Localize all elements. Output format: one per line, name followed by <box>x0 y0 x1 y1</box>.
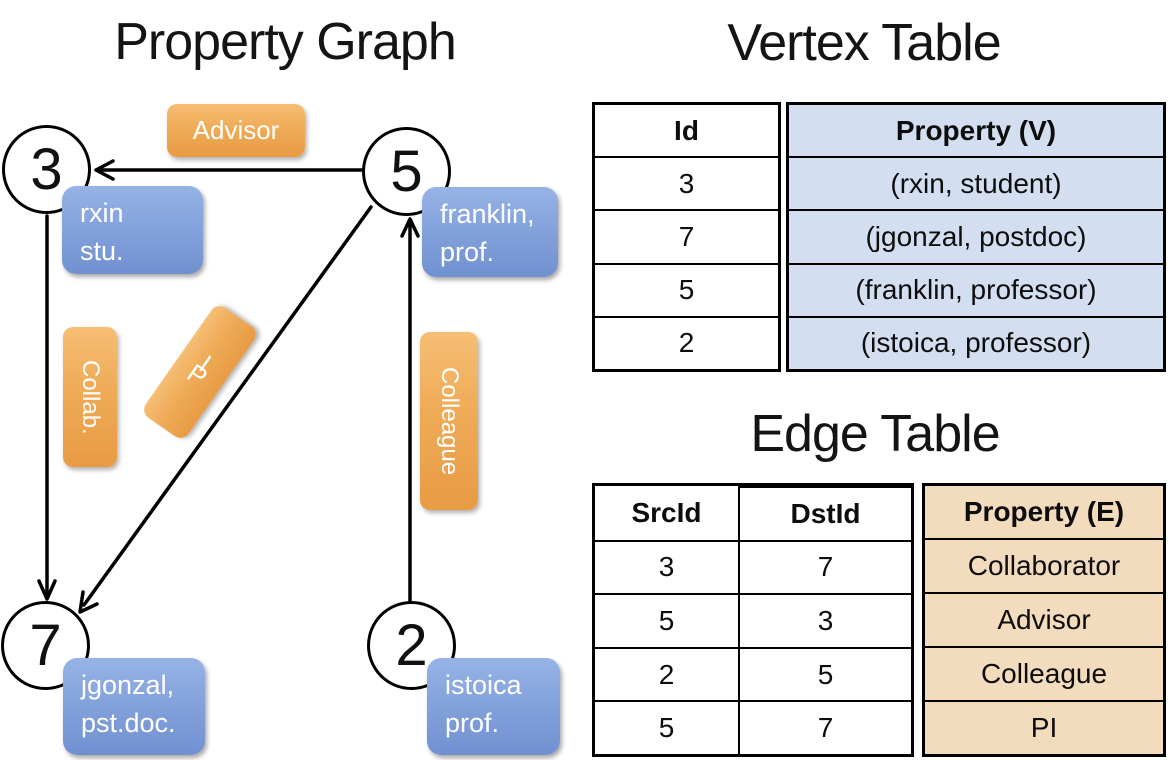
vertex-table-id-cell: 5 <box>595 262 778 316</box>
edge-table-srcid-cell: 2 <box>595 646 740 701</box>
arrowhead-collab <box>37 579 57 601</box>
edge-label-collab: Collab. <box>63 327 117 467</box>
arrowhead-pi <box>78 590 99 614</box>
edge-table-property-cell: Advisor <box>925 592 1163 646</box>
vertex-table-id-header: Id <box>674 114 699 146</box>
edge-table-property-cell: PI <box>925 700 1163 754</box>
vertex-table-property-header: Property (V) <box>789 105 1163 157</box>
vertex-property-box-jgonzal: jgonzal, pst.doc. <box>63 658 205 755</box>
vertex-property-box-istoica: istoica prof. <box>427 658 560 755</box>
vertex-table-id-column: Id 3 7 5 2 <box>592 102 781 372</box>
vertex-table-property-cell: (istoica, professor) <box>789 315 1163 370</box>
vertex-node-2: 2 <box>367 601 456 690</box>
vertex-property-line: jgonzal, <box>81 670 175 700</box>
vertex-property-line: stu. <box>80 235 124 266</box>
graph-edges <box>37 159 420 614</box>
vertex-property-line: istoica <box>445 670 522 700</box>
edge-table-dstid-header: DstId <box>740 486 911 540</box>
edge-table-title: Edge Table <box>750 405 1000 463</box>
vertex-table-id-cell: 7 <box>595 209 778 262</box>
edge-table-srcid-cell: 3 <box>595 539 740 594</box>
edge-table-srcid-cell: 5 <box>595 593 740 647</box>
vertex-node-7-id: 7 <box>29 613 62 678</box>
vertex-property-box-franklin: franklin, prof. <box>422 187 558 277</box>
edge-table-dstid-cell: 7 <box>740 700 911 754</box>
vertex-property-box-rxin: rxin stu. <box>62 186 203 274</box>
vertex-table-property-cell: (rxin, student) <box>789 156 1163 210</box>
edge-table-srcid-cell: 5 <box>595 700 740 754</box>
arrowhead-advisor <box>94 159 115 181</box>
edge-table-dstid-cell: 3 <box>740 593 911 647</box>
graph-title: Property Graph <box>114 13 457 71</box>
vertex-table-property-column: Property (V) (rxin, student) (jgonzal, p… <box>786 102 1166 372</box>
vertex-node-3-id: 3 <box>30 137 63 202</box>
edge-label-colleague: Colleague <box>420 332 478 510</box>
vertex-table-property-cell: (jgonzal, postdoc) <box>789 209 1163 263</box>
vertex-property-line: prof. <box>440 236 495 267</box>
edge-label-advisor: Advisor <box>167 104 305 157</box>
edge-table-property-cell: Collaborator <box>925 538 1163 592</box>
edge-table-property-header: Property (E) <box>925 486 1163 538</box>
edge-table-dstid-cell: 5 <box>740 646 911 701</box>
vertex-node-2-id: 2 <box>395 613 428 678</box>
vertex-property-line: prof. <box>445 707 500 738</box>
vertex-property-line: pst.doc. <box>81 707 176 738</box>
vertex-property-line: franklin, <box>440 199 535 229</box>
vertex-property-line: rxin <box>80 198 124 228</box>
vertex-table-title: Vertex Table <box>727 14 1001 72</box>
edge-table-srcid-header: SrcId <box>595 486 740 540</box>
vertex-table-property-cell: (franklin, professor) <box>789 262 1163 316</box>
vertex-node-5-id: 5 <box>390 139 423 204</box>
vertex-table-id-cell: 2 <box>595 315 778 369</box>
edge-table-property-cell: Colleague <box>925 646 1163 700</box>
arrowhead-colleague <box>400 217 420 238</box>
edge-table-property-column: Property (E) Collaborator Advisor Collea… <box>922 483 1166 757</box>
edge-table-dstid-cell: 7 <box>740 539 911 594</box>
vertex-table-id-cell: 3 <box>595 156 778 209</box>
edge-line-pi-5-to-7 <box>82 205 373 607</box>
edge-table-id-columns: SrcId DstId 3 7 5 3 2 5 5 7 <box>592 483 914 757</box>
